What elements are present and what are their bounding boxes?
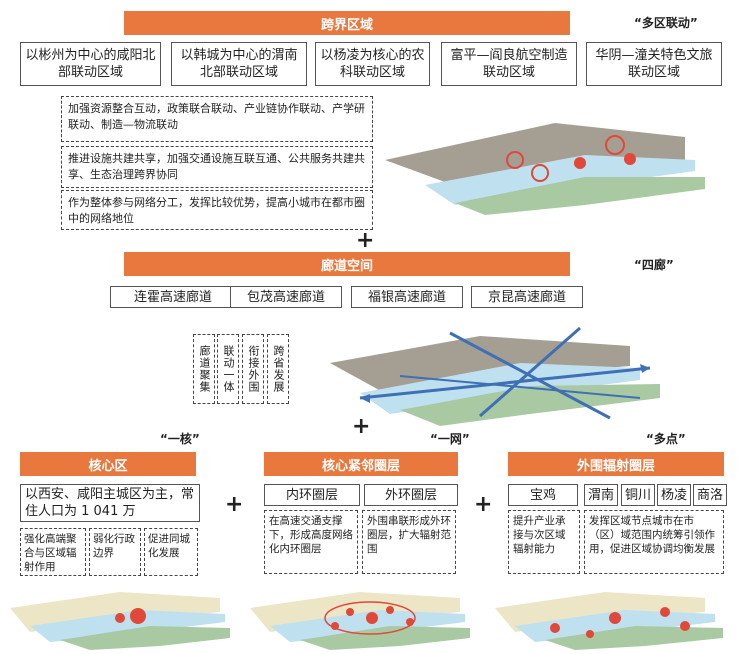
city-baoji: 宝鸡 (508, 484, 578, 506)
plus-icon: + (356, 228, 375, 253)
corridor-baomao: 包茂高速廊道 (230, 286, 342, 308)
corridor-map-illustration (330, 326, 660, 426)
ring-node (331, 622, 339, 630)
ring-node (406, 618, 414, 626)
core-marker (366, 612, 378, 624)
land-layer-green (60, 626, 230, 650)
city-shangluo: 商洛 (693, 484, 727, 506)
zone-marker (531, 164, 549, 182)
core-role-admin-boundary: 弱化行政边界 (89, 528, 141, 576)
baoji-desc: 提升产业承接与次区域辐射能力 (508, 510, 580, 574)
land-layer-green (545, 626, 723, 650)
node-city-marker (609, 612, 621, 624)
core-area-desc: 以西安、咸阳主城区为主，常住人口为 1 041 万 (20, 484, 200, 522)
one-core-tag: “一核” (160, 432, 200, 446)
outer-ring-box: 外环圈层 (364, 484, 458, 506)
core-role-high-end: 强化高端聚合与区域辐射作用 (20, 528, 86, 576)
note-resource-integration: 加强资源整合互动，政策联合联动、产业链协作联动、产学研联动、制造—物流联动 (61, 96, 373, 142)
zone-box-fuping-yanliang: 富平—阎良航空制造联动区域 (441, 42, 577, 86)
land-layer-green (455, 177, 705, 215)
node-city-marker (586, 630, 594, 638)
city-tongchuan: 铜川 (621, 484, 655, 506)
ring-node (346, 608, 354, 616)
corridor-arrow (479, 326, 581, 418)
land-layer-green (300, 626, 470, 650)
ring-outline (324, 601, 416, 635)
note-facility-sharing: 推进设施共建共享，加强交通设施互联互通、公共服务共建共享、生态治理跨界协同 (61, 146, 373, 188)
role-connect-periphery: 衔接外围 (242, 334, 264, 404)
inner-ring-desc: 在高速交通支撑下，形成高度网络化内环圈层 (264, 510, 358, 574)
node-city-marker (550, 623, 560, 633)
core-area-title-bar: 核心区 (20, 452, 196, 476)
river-layer-blue (425, 155, 695, 205)
plus-icon: + (225, 492, 244, 517)
periphery-map-illustration (495, 592, 723, 650)
role-corridor-gathering: 廊道聚集 (193, 334, 215, 404)
multi-zone-tag: “多区联动” (634, 16, 698, 30)
arrow-head (360, 394, 370, 403)
plus-icon: + (474, 492, 493, 517)
zone-marker (624, 153, 636, 165)
city-weinan: 渭南 (584, 484, 618, 506)
zone-box-hancheng: 以韩城为中心的渭南北部联动区域 (171, 42, 307, 86)
corridor-jingkun: 京昆高速廊道 (471, 286, 583, 308)
inner-ring-box: 内环圈层 (264, 484, 360, 506)
core-marker (115, 613, 125, 623)
ring-node (386, 606, 394, 614)
city-yangling: 杨凌 (657, 484, 691, 506)
adjacent-ring-title-bar: 核心紧邻圈层 (264, 452, 458, 476)
arrow-head (640, 364, 650, 373)
corridor-arrow (359, 366, 651, 400)
core-marker (130, 608, 146, 624)
zone-marker (506, 151, 524, 169)
multi-point-tag: “多点” (646, 432, 686, 446)
outer-ring-desc: 外围串联形成外环圈层，扩大辐射范围 (362, 510, 456, 574)
cross-border-title-bar: 跨界区域 (124, 11, 570, 35)
four-corridors-tag: “四廊” (634, 258, 674, 272)
node-city-marker (680, 621, 690, 631)
role-integration: 联动一体 (217, 334, 239, 404)
river-layer-blue (515, 610, 715, 642)
ring-map-illustration (250, 592, 470, 650)
corridor-arrow (449, 331, 611, 420)
node-city-marker (660, 607, 670, 617)
corridor-arrow (399, 375, 641, 399)
note-network-division: 作为整体参与网络分工，发挥比较优势，提高小城市在都市圈中的网络地位 (61, 190, 373, 230)
zone-marker (574, 157, 586, 169)
core-map-illustration (10, 592, 230, 650)
one-network-tag: “一网” (430, 432, 470, 446)
periphery-title-bar: 外围辐射圈层 (508, 452, 724, 476)
corridor-lianhuo: 连霍高速廊道 (110, 286, 236, 308)
zone-marker (605, 135, 625, 155)
core-role-same-city: 促进同城化发展 (144, 528, 198, 576)
role-cross-province: 跨省发展 (267, 334, 289, 404)
cross-border-map-illustration (385, 123, 705, 215)
land-layer-gray (385, 123, 685, 193)
zone-box-yangling: 以杨凌为核心的农科联动区域 (315, 42, 430, 86)
corridor-title-bar: 廊道空间 (124, 252, 570, 276)
corridor-fuyin: 福银高速廊道 (351, 286, 463, 308)
node-cities-desc: 发挥区域节点城市在市（区）域范围内统筹引领作用，促进区域协调均衡发展 (584, 510, 724, 574)
zone-box-binzhou: 以彬州为中心的咸阳北部联动区域 (20, 42, 161, 86)
zone-box-huayin-tongguan: 华阴—潼关特色文旅联动区域 (586, 42, 722, 86)
river-layer-blue (270, 610, 465, 642)
river-layer-blue (30, 610, 225, 642)
plus-icon: + (352, 414, 371, 439)
